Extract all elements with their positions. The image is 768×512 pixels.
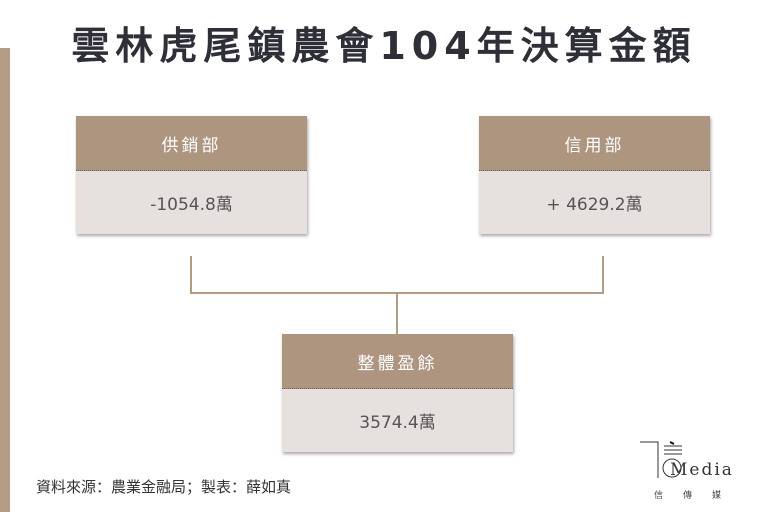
box-header: 信用部 <box>479 116 710 171</box>
sidebar-accent-bar <box>0 48 10 512</box>
source-note: 資料來源：農業金融局；製表：薛如真 <box>36 478 292 496</box>
box-header: 供銷部 <box>76 116 307 171</box>
media-logo: Media 信傳媒 <box>636 440 756 504</box>
logo-chinese: 信傳媒 <box>654 491 742 501</box>
page-title: 雲林虎尾鎮農會104年決算金額 <box>71 24 697 68</box>
logo-text: Media <box>670 460 734 480</box>
box-total-surplus: 整體盈餘 3574.4萬 <box>282 334 513 452</box>
connector-right <box>602 256 604 294</box>
box-supply-dept: 供銷部 -1054.8萬 <box>76 116 307 234</box>
connector-left <box>190 256 192 294</box>
box-header: 整體盈餘 <box>282 334 513 389</box>
box-value: 3574.4萬 <box>282 389 513 452</box>
box-credit-dept: 信用部 + 4629.2萬 <box>479 116 710 234</box>
logo-mark-icon <box>640 441 682 478</box>
connector-center <box>396 292 398 334</box>
box-value: -1054.8萬 <box>76 171 307 234</box>
box-value: + 4629.2萬 <box>479 171 710 234</box>
